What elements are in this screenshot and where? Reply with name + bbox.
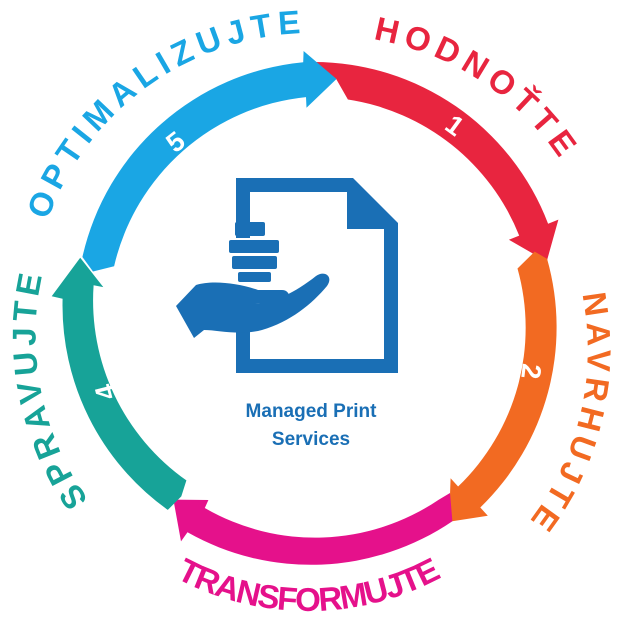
center-title: Managed Print Services [203, 398, 419, 454]
step-4-number: 4 [89, 381, 122, 403]
center-title-line-2: Services [271, 429, 351, 450]
hand-icon [176, 273, 330, 338]
segment-5-arrow [82, 51, 337, 272]
segment-4-arrow [51, 257, 187, 510]
document-printer-hand-icon [176, 178, 398, 373]
printer-icon [229, 222, 279, 282]
step-3-number: 3 [309, 511, 325, 541]
step-2-number: 2 [515, 362, 547, 380]
document-icon [236, 178, 398, 373]
segment-1-arrow [313, 62, 559, 262]
segment-3-arrow [173, 493, 453, 565]
segment-2-arrow [449, 251, 557, 522]
center-title-line-1: Managed Print [245, 401, 377, 422]
